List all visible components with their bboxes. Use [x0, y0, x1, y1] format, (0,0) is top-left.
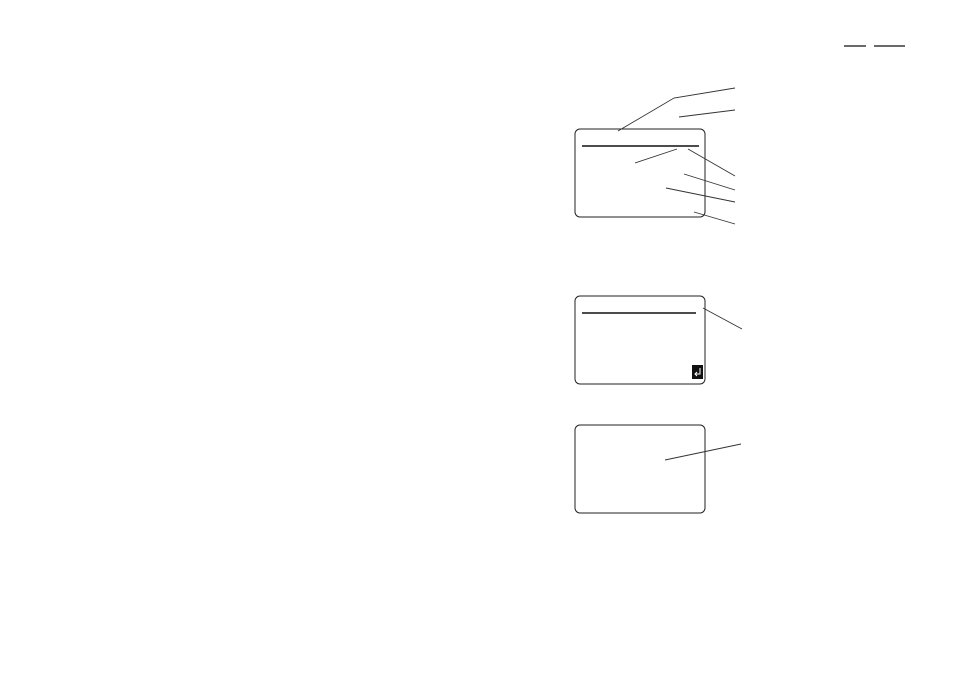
- enter-key-icon: [692, 365, 703, 379]
- callout-leader-6: [665, 187, 736, 203]
- callout-leader-3: [634, 148, 678, 164]
- callout-leader-9: [664, 443, 742, 461]
- callout-leader-1: [617, 87, 736, 132]
- callout-leader-4: [687, 148, 736, 177]
- screen-top: [574, 87, 736, 225]
- callout-leader-5: [683, 173, 736, 191]
- screen-bottom-frame: [574, 424, 706, 514]
- callout-leader-7: [693, 211, 736, 225]
- screen-middle-frame: [574, 295, 706, 385]
- callout-leader-2: [678, 109, 736, 118]
- screen-top-callouts: [617, 87, 736, 225]
- screen-bottom: [574, 424, 742, 514]
- callout-leader-8: [702, 307, 743, 330]
- screen-middle: [574, 295, 743, 385]
- screen-top-frame: [574, 128, 706, 218]
